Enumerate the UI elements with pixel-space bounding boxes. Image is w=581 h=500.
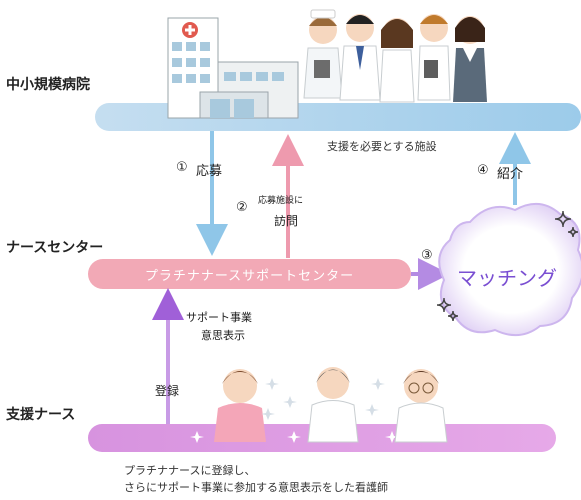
- footer-line2: さらにサポート事業に参加する意思表示をした看護師: [124, 481, 388, 494]
- step1-label: 応募: [196, 164, 223, 179]
- hospital-building-illustration: [167, 17, 299, 119]
- support-nurse-row-label: 支援ナース: [6, 407, 76, 423]
- step4-number: ④: [477, 163, 489, 178]
- medical-staff-illustration: [303, 9, 487, 103]
- cloud-sparkles: [436, 210, 579, 322]
- matching-cloud: [438, 203, 581, 337]
- hospital-row-label: 中小規模病院: [6, 77, 90, 93]
- support-nurses-illustration: [214, 367, 448, 443]
- footer-line1: プラチナナースに登録し、: [124, 464, 256, 477]
- support-center-name: プラチナナースサポートセンター: [144, 269, 355, 284]
- step2-line1: 応募施設に: [258, 196, 304, 206]
- hospital-caption: 支援を必要とする施設: [327, 140, 437, 153]
- matching-label: マッチング: [457, 266, 557, 290]
- step2-number: ②: [236, 200, 248, 215]
- step2-line2: 訪問: [274, 214, 299, 228]
- step4-label: 紹介: [497, 167, 524, 182]
- step3-number: ③: [421, 248, 433, 263]
- registration-label: 登録: [155, 384, 180, 398]
- nurse-center-row-label: ナースセンター: [6, 240, 104, 256]
- support-intent-line1: サポート事業: [186, 311, 252, 324]
- sparkle-stars: [190, 431, 399, 443]
- step1-number: ①: [176, 160, 188, 175]
- support-intent-line2: 意思表示: [201, 329, 245, 342]
- support-center-bar: [88, 259, 411, 289]
